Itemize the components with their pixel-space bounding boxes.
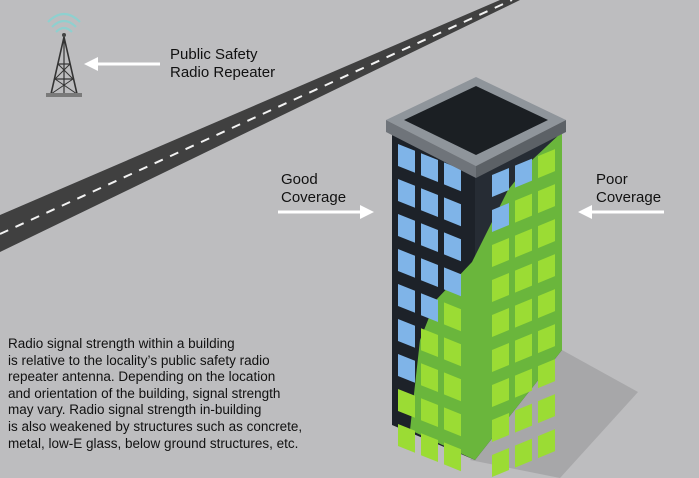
building-window	[398, 389, 415, 418]
building-window	[492, 448, 509, 477]
building-window	[421, 188, 438, 217]
building-window	[492, 308, 509, 337]
building-window	[492, 343, 509, 372]
building-window	[538, 289, 555, 319]
radio-tower-icon	[46, 12, 82, 97]
building-window	[398, 424, 415, 453]
building-window	[398, 284, 415, 313]
building-window	[515, 403, 532, 433]
building-window	[492, 273, 509, 302]
building-window	[492, 203, 509, 232]
building-window	[444, 232, 461, 262]
description-text: Radio signal strength within a building …	[8, 336, 303, 451]
windows-right	[492, 149, 555, 477]
building-window	[444, 372, 461, 402]
building-window	[444, 302, 461, 332]
building-window	[421, 328, 438, 357]
road	[0, 0, 520, 252]
building-window	[492, 413, 509, 442]
windows-left	[398, 144, 461, 472]
building-window	[421, 363, 438, 392]
building-window	[421, 223, 438, 252]
arrow-left-icon	[84, 57, 160, 71]
building-window	[515, 368, 532, 398]
building-window	[398, 249, 415, 278]
building-window	[538, 219, 555, 249]
building-window	[398, 144, 415, 173]
building-window	[538, 324, 555, 354]
good-coverage-label: Good Coverage	[281, 171, 347, 206]
building-window	[538, 429, 555, 459]
arrow-left-icon	[578, 205, 664, 219]
repeater-label: Public Safety Radio Repeater	[170, 46, 276, 81]
building-window	[492, 378, 509, 407]
building-window	[538, 254, 555, 284]
building-window	[421, 153, 438, 182]
building-window	[444, 197, 461, 227]
building-window	[421, 398, 438, 427]
building-window	[515, 298, 532, 328]
building-window	[444, 267, 461, 297]
building-window	[398, 214, 415, 243]
building-window	[398, 179, 415, 208]
building-window	[515, 158, 532, 188]
building-window	[444, 442, 461, 472]
roof-top	[404, 86, 548, 155]
building-window	[421, 258, 438, 287]
building-window	[444, 407, 461, 437]
building-window	[538, 184, 555, 214]
building-window	[398, 319, 415, 348]
building-window	[492, 168, 509, 197]
building	[386, 77, 638, 478]
poor-coverage-label: Poor Coverage	[596, 171, 662, 206]
building-window	[421, 433, 438, 462]
building-window	[515, 193, 532, 223]
building-window	[538, 149, 555, 179]
building-window	[515, 438, 532, 468]
arrow-right-icon	[278, 205, 374, 219]
building-window	[515, 228, 532, 258]
building-window	[444, 337, 461, 367]
building-window	[444, 162, 461, 192]
building-window	[538, 359, 555, 389]
building-window	[398, 354, 415, 383]
building-window	[538, 394, 555, 424]
building-window	[492, 238, 509, 267]
building-window	[515, 333, 532, 363]
building-window	[421, 293, 438, 322]
building-window	[515, 263, 532, 293]
